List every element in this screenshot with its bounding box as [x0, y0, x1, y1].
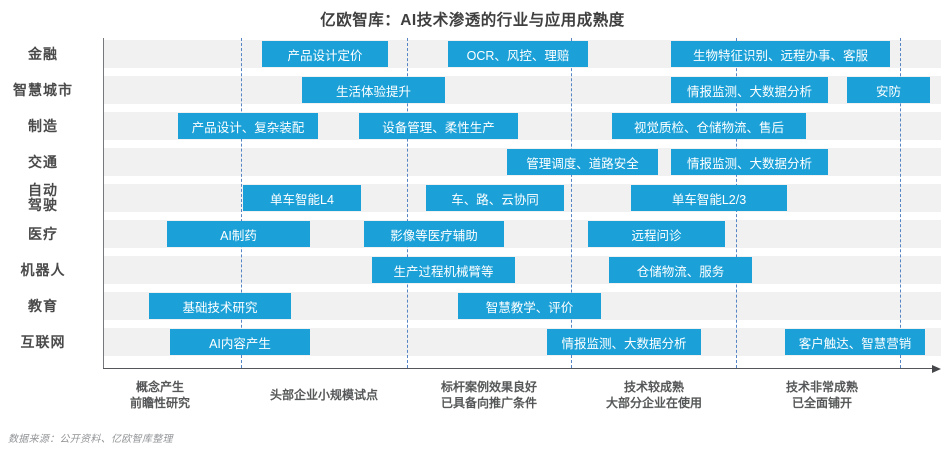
stage-label: 概念产生前瞻性研究 [60, 379, 260, 412]
application-box: 生产过程机械臂等 [372, 257, 515, 283]
stage-label-line: 技术较成熟 [623, 380, 684, 394]
stage-boundary-line [407, 38, 408, 368]
stage-label-line: 头部企业小规模试点 [269, 387, 378, 402]
x-axis-line [103, 368, 932, 369]
application-box: 视觉质检、仓储物流、售后 [612, 113, 806, 139]
application-box: 管理调度、道路安全 [507, 149, 658, 175]
application-box: 智慧教学、评价 [458, 293, 601, 319]
application-box: 产品设计定价 [262, 41, 388, 67]
axis-arrow-icon [932, 364, 941, 373]
stage-label: 头部企业小规模试点 [224, 379, 424, 412]
y-axis-line [103, 38, 104, 368]
application-box: 生物特征识别、远程办事、客服 [671, 41, 890, 67]
application-box: AI制药 [167, 221, 310, 247]
application-box: 车、路、云协同 [426, 185, 564, 211]
stage-label-line: 已具备向推广条件 [440, 395, 537, 410]
industry-label: 互联网 [20, 333, 66, 350]
stage-label-line: 技术非常成熟 [785, 380, 858, 394]
application-box: 单车智能L2/3 [631, 185, 787, 211]
stage-label: 技术较成熟大部分企业在使用 [554, 379, 754, 412]
application-box: 安防 [847, 77, 930, 103]
application-box: 仓储物流、服务 [609, 257, 752, 283]
stage-label-line: 已全面铺开 [791, 395, 852, 410]
industry-label: 医疗 [28, 225, 58, 242]
stage-label: 技术非常成熟已全面铺开 [722, 379, 922, 412]
application-box: 产品设计、复杂装配 [178, 113, 318, 139]
application-box: 设备管理、柔性生产 [359, 113, 518, 139]
application-box: 远程问诊 [588, 221, 725, 247]
source-note: 数据来源：公开资料、亿欧智库整理 [8, 434, 173, 445]
row-band [104, 256, 941, 284]
industry-label: 教育 [28, 297, 58, 314]
industry-label: 自动 驾驶 [28, 182, 58, 213]
stage-label-line: 概念产生 [135, 380, 184, 394]
stage-label: 标杆案例效果良好已具备向推广条件 [389, 379, 589, 412]
industry-label: 机器人 [20, 261, 66, 278]
application-box: 情报监测、大数据分析 [671, 149, 828, 175]
application-box: 生活体验提升 [302, 77, 445, 103]
application-box: 情报监测、大数据分析 [671, 77, 828, 103]
stage-label-line: 标杆案例效果良好 [440, 380, 537, 394]
application-box: OCR、风控、理赔 [448, 41, 588, 67]
stage-boundary-line [241, 38, 242, 368]
application-box: 单车智能L4 [243, 185, 361, 211]
stage-label-line: 前瞻性研究 [129, 395, 190, 410]
industry-label: 交通 [28, 153, 58, 170]
industry-label: 制造 [28, 117, 58, 134]
application-box: 情报监测、大数据分析 [547, 329, 701, 355]
stage-boundary-line [900, 38, 901, 368]
application-box: 影像等医疗辅助 [364, 221, 504, 247]
industry-label: 金融 [28, 45, 58, 62]
application-box: 基础技术研究 [149, 293, 291, 319]
chart-title: 亿欧智库：AI技术渗透的行业与应用成熟度 [320, 12, 625, 29]
application-box: 客户触达、智慧营销 [785, 329, 925, 355]
stage-boundary-line [571, 38, 572, 368]
industry-label: 智慧城市 [13, 81, 73, 98]
stage-label-line: 大部分企业在使用 [605, 395, 702, 410]
application-box: AI内容产生 [170, 329, 310, 355]
